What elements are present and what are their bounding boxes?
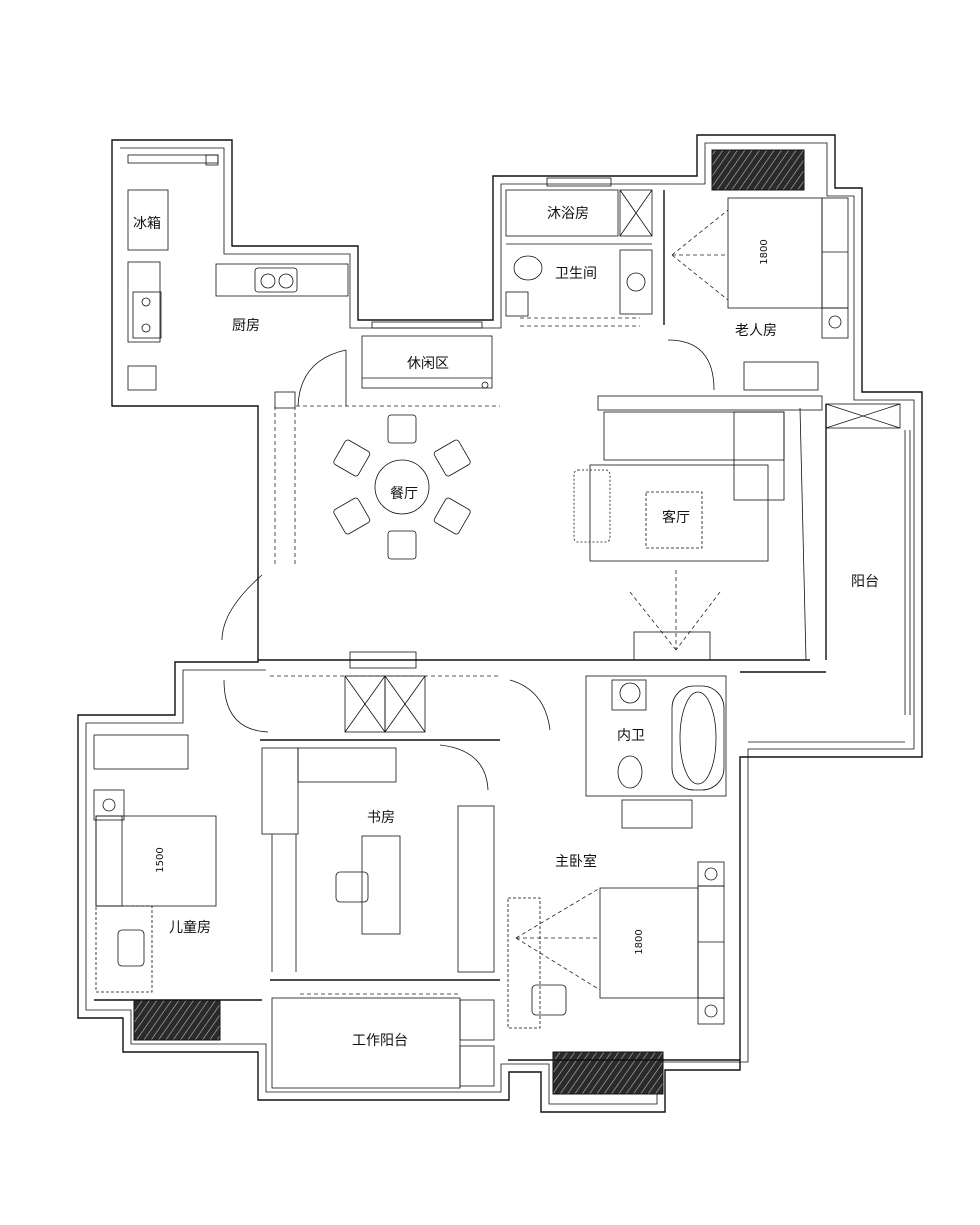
label-kids-room: 儿童房 [169,919,211,936]
center-closets [223,651,551,741]
master-window [552,1051,664,1095]
sink [254,267,298,293]
stove [132,291,162,339]
outer-walls [77,134,923,1113]
tv-cabinet [633,631,711,661]
dining-chair [433,439,471,477]
ensuite-toilet [617,755,643,789]
work-balcony-area [271,993,495,1089]
label-study: 书房 [367,810,395,826]
label-elder-room: 老人房 [735,323,777,339]
label-bathroom: 卫生间 [555,266,597,282]
kids-room-area [93,734,262,1041]
elder-bed [727,197,823,309]
dining-chair [433,497,471,535]
balcony-area [740,403,911,743]
dining-chair [333,497,371,535]
desk [361,835,401,935]
master-bed [599,887,699,999]
elder-room-area [663,149,849,391]
label-fridge: 冰箱 [133,216,161,232]
dim-kids-bed: 1500 [155,847,166,872]
label-work-balcony: 工作阳台 [352,1033,408,1049]
label-dining: 餐厅 [390,486,418,502]
dining-chair [333,439,371,477]
label-ensuite: 内卫 [617,728,645,744]
dining-table [374,459,430,515]
label-living: 客厅 [662,509,690,526]
dim-elder-bed: 1800 [759,239,770,264]
fridge-box [127,189,169,251]
dining-area [221,406,471,641]
master-bedroom-area [507,861,740,1095]
room-labels: 冰箱 厨房 休闲区 沐浴房 卫生间 老人房 餐厅 客厅 阳台 内卫 书房 主卧室… [133,206,879,1049]
dining-chair [387,530,417,560]
ensuite-area [585,675,727,829]
label-kitchen: 厨房 [232,318,260,334]
sofa [603,411,785,461]
toilet [513,255,543,281]
bathroom-area [505,177,653,327]
leisure-area [296,321,500,407]
label-master-bedroom: 主卧室 [555,853,597,870]
label-balcony: 阳台 [851,574,879,590]
elder-room-window [711,149,805,191]
bathtub [671,685,725,791]
kitchen-area [127,154,349,409]
dim-master-bed: 1800 [634,929,645,954]
study-area [261,744,500,981]
dining-chair [387,414,417,444]
label-shower: 沐浴房 [547,206,589,222]
label-leisure: 休闲区 [407,356,449,372]
kids-room-window [133,999,221,1041]
